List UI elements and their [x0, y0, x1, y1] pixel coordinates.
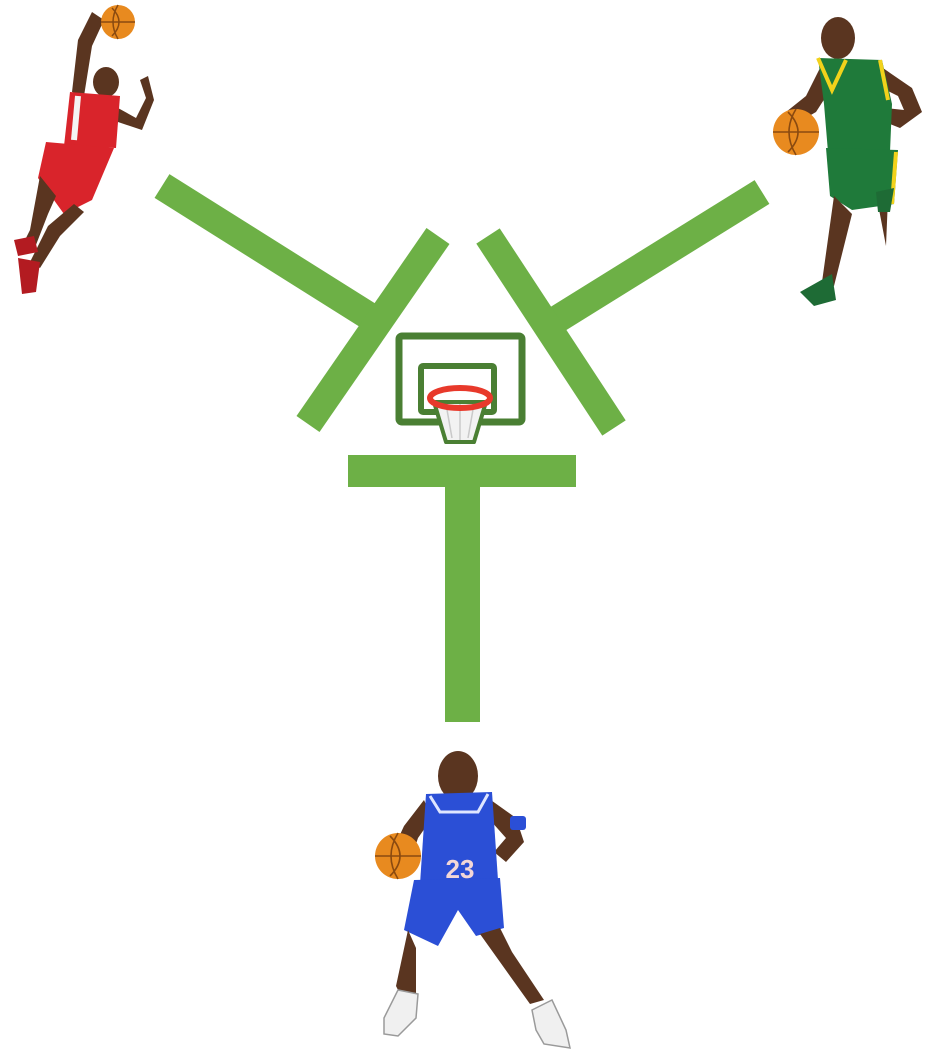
junction-arms — [162, 186, 762, 722]
right-arm-shaft — [556, 192, 762, 320]
green-jersey-player — [773, 17, 922, 306]
red-player-basketball — [101, 5, 135, 39]
blue-jersey-player: 23 — [375, 751, 570, 1048]
left-arm-shaft — [162, 186, 372, 318]
bottom-arm-crossbar — [348, 455, 576, 487]
bottom-arm-shaft — [445, 487, 480, 722]
basketball-hoop-icon — [399, 336, 522, 442]
blue-player-legs — [396, 928, 544, 1004]
red-player-head — [93, 67, 119, 97]
bottom-arm — [348, 455, 576, 722]
red-player-shoes — [14, 236, 40, 294]
red-jersey-player — [14, 5, 154, 294]
green-player-head — [821, 17, 855, 59]
green-player-basketball — [773, 109, 819, 155]
red-player-other-arm — [118, 76, 154, 130]
red-player-jersey-trim — [74, 96, 78, 140]
right-arm — [488, 192, 762, 428]
blue-player-wristband — [510, 816, 526, 830]
blue-player-basketball — [375, 833, 421, 879]
